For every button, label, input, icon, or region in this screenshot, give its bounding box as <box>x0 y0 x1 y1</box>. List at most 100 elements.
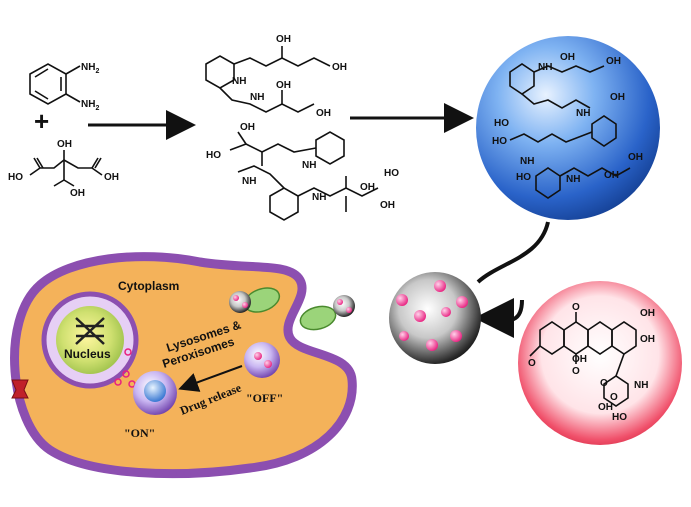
phospholipid-head <box>288 269 296 276</box>
phospholipid-head <box>219 261 226 268</box>
phospholipid-head <box>183 470 191 477</box>
phospholipid-head <box>80 260 87 267</box>
phospholipid-head <box>177 255 185 263</box>
citric-ho-left: HO <box>8 172 23 183</box>
nh2-label-top: NH2 <box>81 62 99 75</box>
pink-drug-dot <box>242 302 248 308</box>
pink-drug-dot <box>456 296 468 308</box>
phospholipid-head <box>334 357 341 364</box>
red-drug-sphere <box>518 281 682 445</box>
phospholipid-head <box>60 267 67 274</box>
phospholipid-head <box>73 262 81 269</box>
phospholipid-head <box>297 279 305 286</box>
phospholipid-head <box>288 312 296 319</box>
phospholipid-head <box>314 350 321 357</box>
phospholipid-head <box>285 332 293 339</box>
phospholipid-head <box>344 406 351 414</box>
phospholipid-head <box>93 463 100 471</box>
phospholipid-head <box>11 366 19 374</box>
pink-drug-dot <box>441 307 451 317</box>
pink-drug-dot <box>426 339 438 351</box>
cell: Nucleus Cytoplasm "OFF" "ON" Lysosomes &… <box>10 252 357 479</box>
drug-loaded-nanoparticle <box>389 272 481 364</box>
phospholipid-head <box>25 420 32 427</box>
phospholipid-head <box>226 262 233 269</box>
phospholipid-head <box>19 407 27 415</box>
phospholipid-head <box>261 264 268 271</box>
phospholipid-head <box>289 338 296 345</box>
phospholipid-head <box>340 361 347 368</box>
atom-label: HO <box>384 168 399 179</box>
atom-label: NH <box>634 380 648 391</box>
membrane-channel <box>11 379 29 399</box>
release-arrow <box>178 365 243 392</box>
atom-label: OH <box>560 52 575 63</box>
citric-acid: OH HO OH OH <box>8 139 119 199</box>
phospholipid-head <box>72 458 80 465</box>
phospholipid-head <box>11 352 18 360</box>
phospholipid-head <box>321 352 328 359</box>
phospholipid-head <box>323 434 330 441</box>
phospholipid-head <box>295 342 302 349</box>
released-drug-dot <box>122 370 130 378</box>
phospholipid-head <box>204 469 212 476</box>
phospholipid-head <box>59 453 67 461</box>
atom-label: NH <box>312 192 326 203</box>
phospholipid-head <box>107 466 114 473</box>
phospholipid-head <box>240 262 247 270</box>
phospholipid-head <box>267 461 274 468</box>
nucleus-label: Nucleus <box>64 347 111 361</box>
phospholipid-head <box>349 379 356 386</box>
phospholipid-head <box>306 446 313 454</box>
atom-label: O <box>600 378 608 389</box>
phospholipid-head <box>348 393 355 400</box>
atom-label: OH <box>640 334 655 345</box>
approaching-np <box>333 295 355 317</box>
phospholipid-head <box>284 325 292 332</box>
phospholipid-head <box>28 426 36 434</box>
atom-label: OH <box>360 182 375 193</box>
phospholipid-head <box>155 470 163 477</box>
atom-label: NH <box>538 62 552 73</box>
phospholipid-head <box>47 447 54 454</box>
atom-label: O <box>528 358 536 369</box>
drug-loading-arrow <box>474 298 524 339</box>
atom-label: NH <box>232 76 246 87</box>
phospholipid-head <box>176 470 184 477</box>
phospholipid-head <box>142 253 150 260</box>
phospholipid-head <box>170 254 178 262</box>
phospholipid-head <box>16 318 23 325</box>
atom-label: O <box>572 302 580 313</box>
phospholipid-head <box>282 266 289 274</box>
off-state-label: "OFF" <box>246 391 283 405</box>
phospholipid-head <box>253 463 260 471</box>
pink-drug-dot <box>264 360 272 368</box>
phospholipid-head <box>348 372 355 379</box>
phospholipid-head <box>307 347 315 355</box>
phospholipid-head <box>211 468 219 476</box>
nh2-label-bottom: NH2 <box>81 99 99 112</box>
phospholipid-head <box>27 292 34 299</box>
atom-label: HO <box>516 172 531 183</box>
phospholipid-head <box>348 386 356 393</box>
phospholipid-head <box>36 282 43 289</box>
pink-drug-dot <box>337 299 343 305</box>
released-drug-dot <box>124 348 132 356</box>
phospholipid-head <box>162 470 170 477</box>
entering-np <box>229 291 251 313</box>
phospholipid-head <box>275 265 282 272</box>
phospholipid-head <box>23 298 31 305</box>
pink-drug-dot <box>233 295 239 301</box>
atom-label: OH <box>316 108 331 119</box>
phospholipid-head <box>190 469 198 477</box>
phospholipid-head <box>113 467 121 474</box>
phospholipid-head <box>280 457 288 465</box>
phospholipid-head <box>191 257 199 265</box>
phospholipid-head <box>274 459 281 467</box>
phospholipid-head <box>134 469 142 476</box>
atom-label: HO <box>494 118 509 129</box>
